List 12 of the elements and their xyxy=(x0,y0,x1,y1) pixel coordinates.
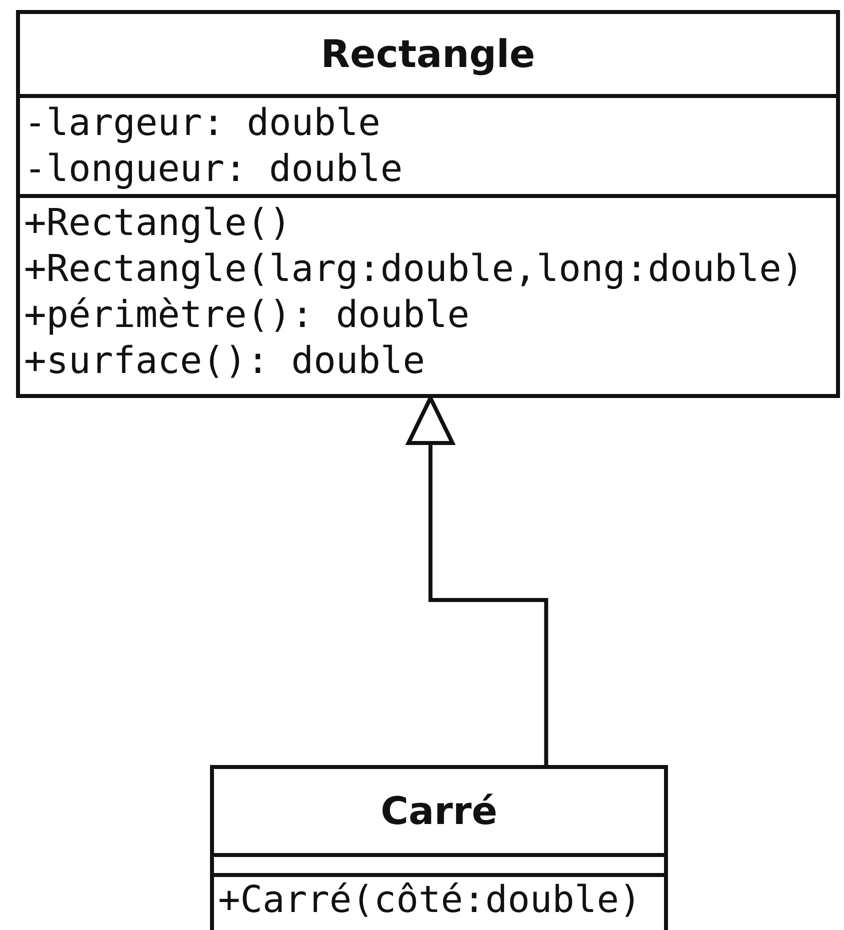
generalization-arrow xyxy=(406,396,548,765)
member-text: +surface(): double xyxy=(24,338,425,384)
member-text: +Carré(côté:double) xyxy=(218,877,642,923)
class-box xyxy=(16,10,840,398)
member-text: -longueur: double xyxy=(24,146,403,192)
class-box xyxy=(210,765,668,930)
class-name: Carré xyxy=(380,788,498,835)
member-text: +Rectangle(larg:double,long:double) xyxy=(24,246,804,292)
member-text: +périmètre(): double xyxy=(24,292,470,338)
member-text: -largeur: double xyxy=(24,100,380,146)
class-name: Rectangle xyxy=(320,31,536,78)
member-text: +Rectangle() xyxy=(24,200,292,246)
